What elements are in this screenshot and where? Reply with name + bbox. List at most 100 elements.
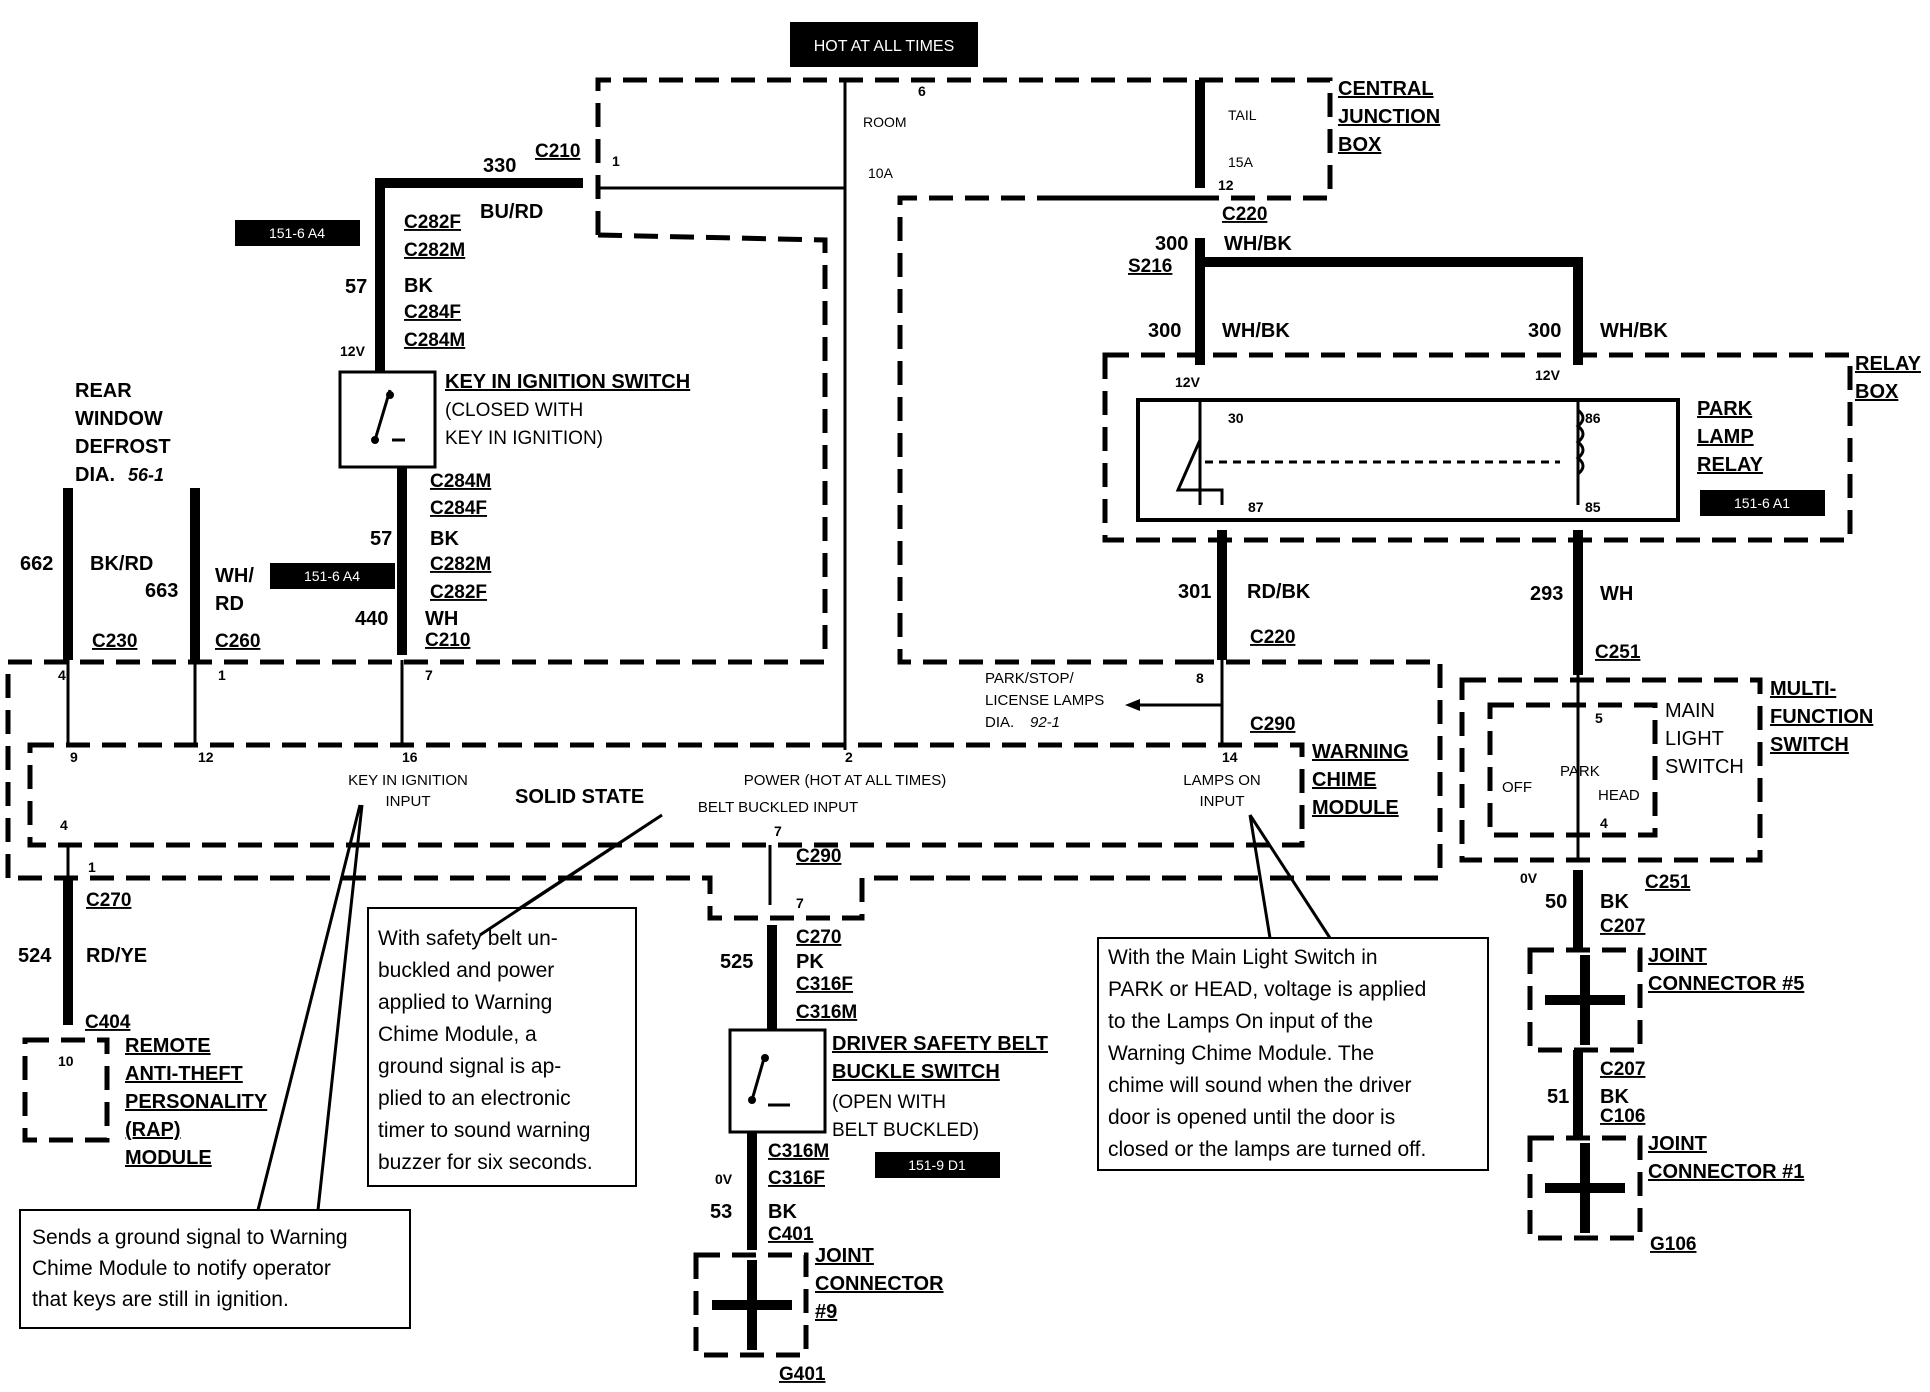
pin-label: 4 [58,667,66,683]
lamps-note-line: With the Main Light Switch in [1108,946,1378,969]
lamps-note-line: chime will sound when the driver [1108,1074,1411,1097]
wire-color: BK/RD [90,553,153,575]
circuit-number: 300 [1155,233,1188,255]
central-junction-box [595,77,1333,665]
wire-color: WH [425,608,458,630]
room-fuse-label: ROOM [863,114,907,130]
circuit-number: 57 [345,276,367,298]
relay-box [1102,352,1853,543]
circuit-number: 301 [1178,581,1211,603]
block-label: LAMP [1697,426,1754,448]
pin-label: 12V [1535,367,1561,383]
pin-label: 16 [402,749,418,765]
park-stop-dia: 92-1 [1030,714,1060,731]
block-label: BOX [1855,381,1899,403]
wire-color: WH [1600,583,1633,605]
main-light-switch [1487,702,1658,838]
block-label: JUNCTION [1338,106,1440,128]
reference-tag [270,563,395,589]
circuit-number: 51 [1547,1086,1569,1108]
reference-tag [235,220,360,246]
joint-connector-1 [1527,1135,1643,1241]
key-switch-sub: KEY IN IGNITION) [445,428,603,449]
block-label: (RAP) [125,1119,181,1141]
connector-label: C207 [1600,916,1645,937]
key-input-label: INPUT [386,793,431,810]
block-label: DRIVER SAFETY BELT [832,1033,1048,1055]
pin-label: 86 [1585,410,1601,426]
circuit-number: 663 [145,580,178,602]
connector-label: G401 [779,1364,826,1385]
wire-color: RD [215,593,244,615]
solid-state-label: SOLID STATE [515,786,644,808]
pin-label: 9 [70,749,78,765]
circuit-number: 524 [18,945,52,967]
off-label: OFF [1502,779,1532,796]
pin-label: 6 [918,83,926,99]
circuit-number: 300 [1528,320,1561,342]
key-note-line: Sends a ground signal to Warning [32,1226,348,1249]
circuit-number: 53 [710,1201,732,1223]
belt-note-line: ground signal is ap- [378,1055,561,1078]
connector-label: C316M [768,1141,829,1162]
reference-tag-text: 151-6 A4 [269,225,325,241]
rear-window-label: DEFROST [75,436,171,458]
pin-label: 2 [845,749,853,765]
key-note-box [19,1209,411,1329]
wire-color: WH/BK [1600,320,1668,342]
pin-label: 87 [1248,499,1264,515]
belt-note-line: plied to an electronic [378,1087,571,1110]
block-label: CHIME [1312,769,1376,791]
connector-label: C284M [430,471,491,492]
circuit-number: 50 [1545,891,1567,913]
wire-color: BK [404,275,433,297]
key-note-line: that keys are still in ignition. [32,1288,289,1311]
fuse-10a: 10A [868,165,894,181]
connector-label: C290 [1250,714,1295,735]
main-light-label: MAIN [1665,700,1715,722]
belt-note-line: applied to Warning [378,991,552,1014]
lamps-note-line: door is opened until the door is [1108,1106,1395,1129]
main-light-label: SWITCH [1665,756,1744,778]
key-switch-contact [373,389,405,442]
hot-at-all-times-label: HOT AT ALL TIMES [814,38,955,55]
pin-label: 14 [1222,749,1238,765]
connector-label: C260 [215,631,260,652]
connector-label: C282M [404,240,465,261]
pin-label: 4 [1600,815,1608,831]
reference-tag-text: 151-9 D1 [908,1157,966,1173]
wire-color: BU/RD [480,201,543,223]
reference-tag [875,1152,1000,1178]
rear-window-label: REAR [75,380,132,402]
block-label: REMOTE [125,1035,211,1057]
connector-label: C282F [404,212,461,233]
block-label: JOINT [1648,1133,1707,1155]
circuit-number: 525 [720,951,753,973]
fuse-15a: 15A [1228,154,1254,170]
key-input-label: KEY IN IGNITION [348,772,468,789]
connector-label: C401 [768,1224,814,1245]
key-note-line: Chime Module to notify operator [32,1257,331,1280]
wire-color: BK [1600,891,1629,913]
block-label: BUCKLE SWITCH [832,1061,1000,1083]
belt-switch-contact [750,1054,790,1107]
connector-label: C270 [796,927,841,948]
connector-label: C316M [796,1002,857,1023]
connector-label: G106 [1650,1234,1696,1255]
pin-label: 1 [88,859,96,875]
leader-lines [256,804,1332,1211]
wire-color: WH/BK [1222,320,1290,342]
block-label: MODULE [1312,797,1399,819]
hot-at-all-times-tag [790,22,978,67]
pin-label: 85 [1585,499,1601,515]
belt-note-line: timer to sound warning [378,1119,590,1142]
circuit-number: 662 [20,553,53,575]
pin-label: 7 [796,895,804,911]
pin-label: 8 [1196,670,1204,686]
rear-window-label: DIA. [75,464,115,486]
block-label: RELAY [1697,454,1764,476]
lamps-note-line: closed or the lamps are turned off. [1108,1138,1426,1161]
wire-color: RD/BK [1247,581,1311,603]
belt-note-line: With safety belt un- [378,927,558,950]
tail-fuse-label: TAIL [1228,107,1257,123]
